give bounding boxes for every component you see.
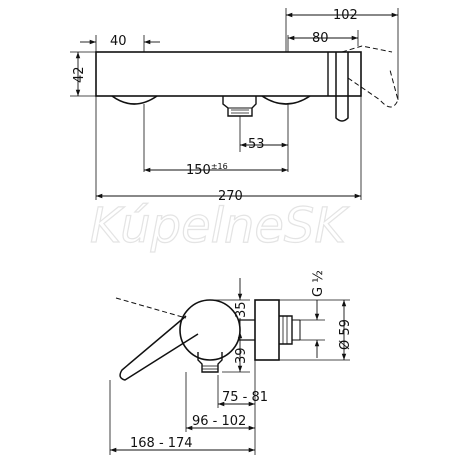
lever-swing-side <box>115 297 187 319</box>
lever-handle <box>335 52 349 122</box>
top-view-labels: 40 42 102 80 53 150±16 270 <box>72 8 358 204</box>
dim-59-label: Ø 59 <box>338 319 353 350</box>
top-view <box>70 8 399 200</box>
mixer-body <box>95 51 362 97</box>
dim-75-81-label: 75 - 81 <box>222 390 268 405</box>
wall-connection-left <box>111 95 158 105</box>
dim-53-label: 53 <box>248 137 265 152</box>
wall-connection-right <box>261 95 311 105</box>
dim-42-label: 42 <box>72 66 87 83</box>
dim-40-label: 40 <box>110 34 127 49</box>
lever-swing-top <box>341 45 393 53</box>
dim-g-label: G ½ <box>311 270 326 297</box>
dim-39-label: 39 <box>234 347 249 364</box>
side-view <box>109 278 350 455</box>
side-view-labels: 35 39 G ½ Ø 59 75 - 81 96 - 102 168 - 17… <box>130 270 353 451</box>
dim-168-174-label: 168 - 174 <box>130 436 193 451</box>
dim-150-label: 150±16 <box>186 162 228 178</box>
dim-80-label: 80 <box>312 31 329 46</box>
connection-thread <box>279 315 293 345</box>
lever-swing-path <box>347 69 399 108</box>
dim-96-102-label: 96 - 102 <box>192 414 246 429</box>
side-outlet <box>197 352 223 373</box>
lever-arm <box>119 315 199 381</box>
dim-35-label: 35 <box>234 301 249 318</box>
dim-270-label: 270 <box>218 189 243 204</box>
mixer-cylinder <box>179 299 241 361</box>
dim-102-label: 102 <box>333 8 358 23</box>
wall-flange <box>254 299 280 361</box>
watermark: KúpelneSK <box>90 198 349 254</box>
